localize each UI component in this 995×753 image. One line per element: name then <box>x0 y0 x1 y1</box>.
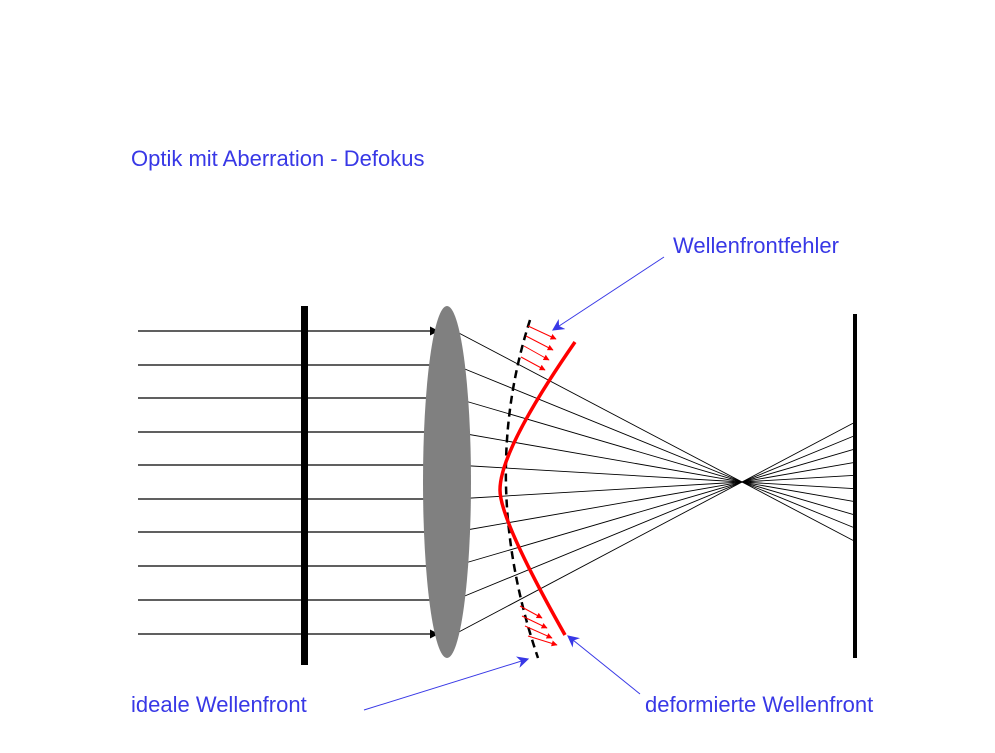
error-arrow <box>520 356 546 371</box>
incoming-rays <box>138 326 439 639</box>
wavefront-error-arrows <box>519 325 558 647</box>
aperture-stop <box>301 306 308 665</box>
converging-ray <box>454 474 854 500</box>
converging-ray <box>454 397 854 515</box>
error-arrow <box>527 635 558 647</box>
lens <box>423 306 471 658</box>
pointer-arrow-wavefront-error <box>551 256 665 331</box>
converging-ray <box>454 435 854 601</box>
converging-ray <box>454 449 854 567</box>
ideal-wavefront <box>504 319 540 659</box>
error-arrow <box>521 615 548 629</box>
deformed-wavefront <box>498 341 577 636</box>
error-arrow <box>525 335 554 351</box>
label-wavefront-error: Wellenfrontfehler <box>673 233 839 258</box>
pointer-arrow-deformed-wavefront <box>567 635 641 695</box>
converging-ray <box>454 462 854 533</box>
converging-ray <box>454 330 854 541</box>
converging-rays <box>454 330 854 635</box>
error-arrow <box>524 625 553 639</box>
image-screen <box>853 314 857 658</box>
converging-ray <box>454 422 854 635</box>
label-deformed-wavefront: deformierte Wellenfront <box>645 692 874 717</box>
error-arrow <box>527 325 557 340</box>
label-ideal-wavefront: ideale Wellenfront <box>131 692 307 717</box>
error-arrow <box>523 345 550 361</box>
pointer-arrow-ideal-wavefront <box>363 656 530 711</box>
error-arrow <box>519 605 543 619</box>
diagram-title: Optik mit Aberration - Defokus <box>131 146 425 171</box>
converging-ray <box>454 364 854 528</box>
converging-ray <box>454 464 854 490</box>
converging-ray <box>454 431 854 502</box>
